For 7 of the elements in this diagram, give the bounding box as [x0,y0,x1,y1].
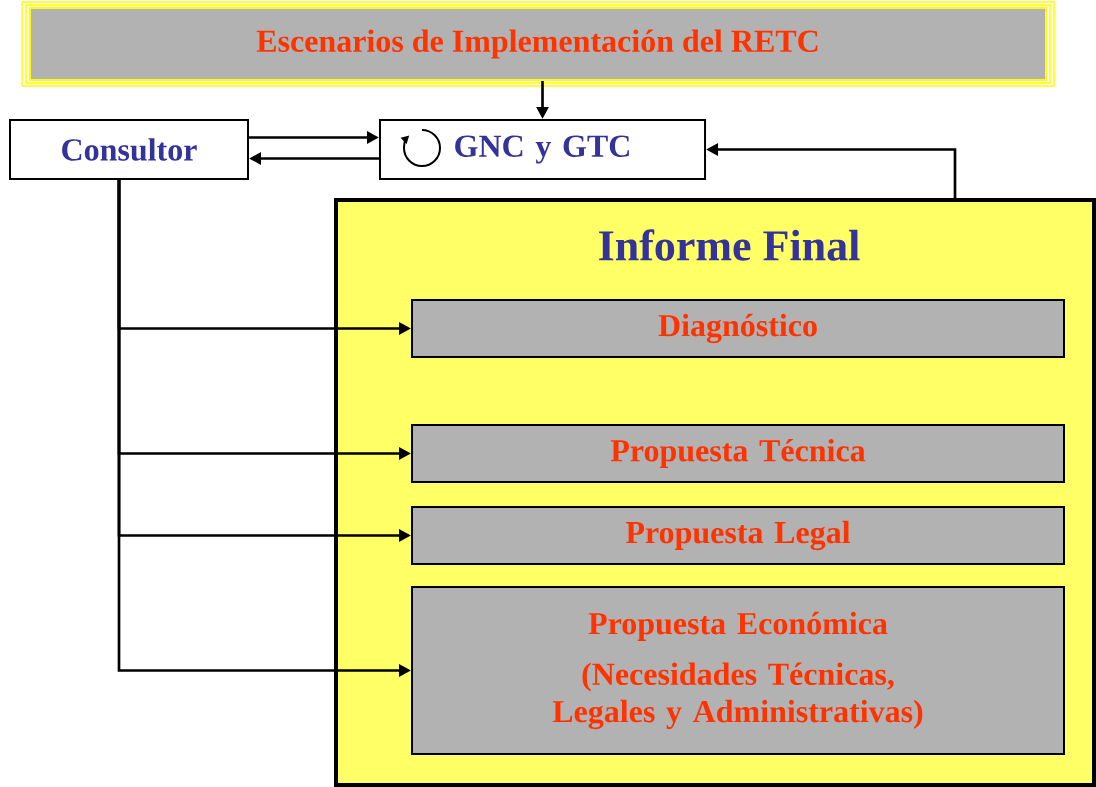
process-box: Propuesta Técnica [411,423,1065,484]
process-box: Consultor [9,119,249,180]
banner-box: Escenarios de Implementación del RETC [21,1,1055,87]
process-box: Propuesta Legal [411,505,1065,566]
process-box: Propuesta Económica (Necesidades Técnicas, Legales y Administrativas) [411,586,1065,755]
process-box: GNC y GTC [378,119,707,180]
process-box: Diagnóstico [411,298,1065,359]
